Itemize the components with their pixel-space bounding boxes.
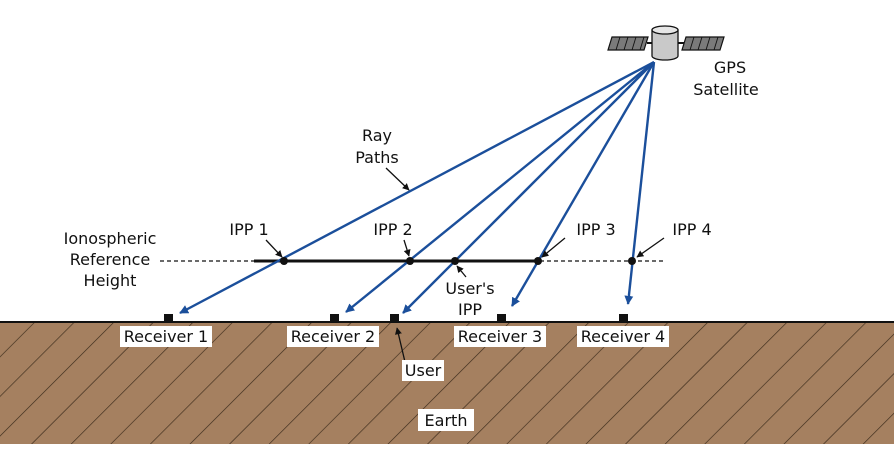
ipp-4-leader [636,237,665,258]
receiver-4-icon [619,314,628,323]
receiver-4-label: Receiver 4 [581,327,665,346]
satellite-body [651,29,679,61]
pierce-points [280,257,636,265]
users-ipp-point [451,257,459,265]
solar-panel-right [681,36,725,51]
receiver-2-label-bg [287,326,379,347]
iono-height-label-line1: Ionospheric [64,229,157,248]
user-label-bg [402,360,444,381]
receiver-4-label-bg [577,326,669,347]
ipp-3-label: IPP 3 [576,220,615,239]
receiver-1-label: Receiver 1 [124,327,208,346]
ipp-1-point [280,257,288,265]
ray-path-user [402,61,655,314]
receiver-3-label: Receiver 3 [458,327,542,346]
ray-paths-label-line2: Paths [355,148,398,167]
satellite-label-line1: GPS [714,58,746,77]
ipp-3-leader [541,237,566,258]
leader-arrows [265,167,665,363]
users-ipp-leader [456,265,467,278]
ray-path-receiver-3 [510,61,656,307]
user-leader [395,327,406,363]
ipp-4-point [628,257,636,265]
receiver-1-label-bg [120,326,212,347]
receivers [164,314,628,323]
earth-label: Earth [425,411,468,430]
iono-height-label-line2: Reference [70,250,151,269]
receiver-3-label-bg [454,326,546,347]
earth-label-bg [418,409,474,431]
users-ipp-label-line2: IPP [458,300,482,319]
ray-paths [179,60,656,315]
users-ipp-label-line1: User's [445,279,494,298]
ipp-3-point [534,257,542,265]
ipp-2-point [406,257,414,265]
user-receiver-icon [390,314,399,323]
user-label: User [405,361,442,380]
gps-satellite-icon [607,25,725,61]
receiver-2-label: Receiver 2 [291,327,375,346]
ray-paths-label-line1: Ray [362,126,392,145]
receiver-3-icon [497,314,506,323]
ray-path-receiver-2 [345,61,655,313]
ipp-2-leader [403,239,411,257]
receiver-1-icon [164,314,173,323]
ipp-4-label: IPP 4 [672,220,711,239]
ray-paths-leader [385,167,410,191]
ipp-1-label: IPP 1 [229,220,268,239]
satellite-label-line2: Satellite [693,80,759,99]
receiver-2-icon [330,314,339,323]
ray-path-receiver-1 [179,60,655,315]
ipp-1-leader [265,239,283,258]
iono-height-label-line3: Height [84,271,137,290]
ipp-2-label: IPP 2 [373,220,412,239]
labels: GPS Satellite Ray Paths Ionospheric Refe… [64,58,759,431]
solar-panel-left [607,36,649,51]
